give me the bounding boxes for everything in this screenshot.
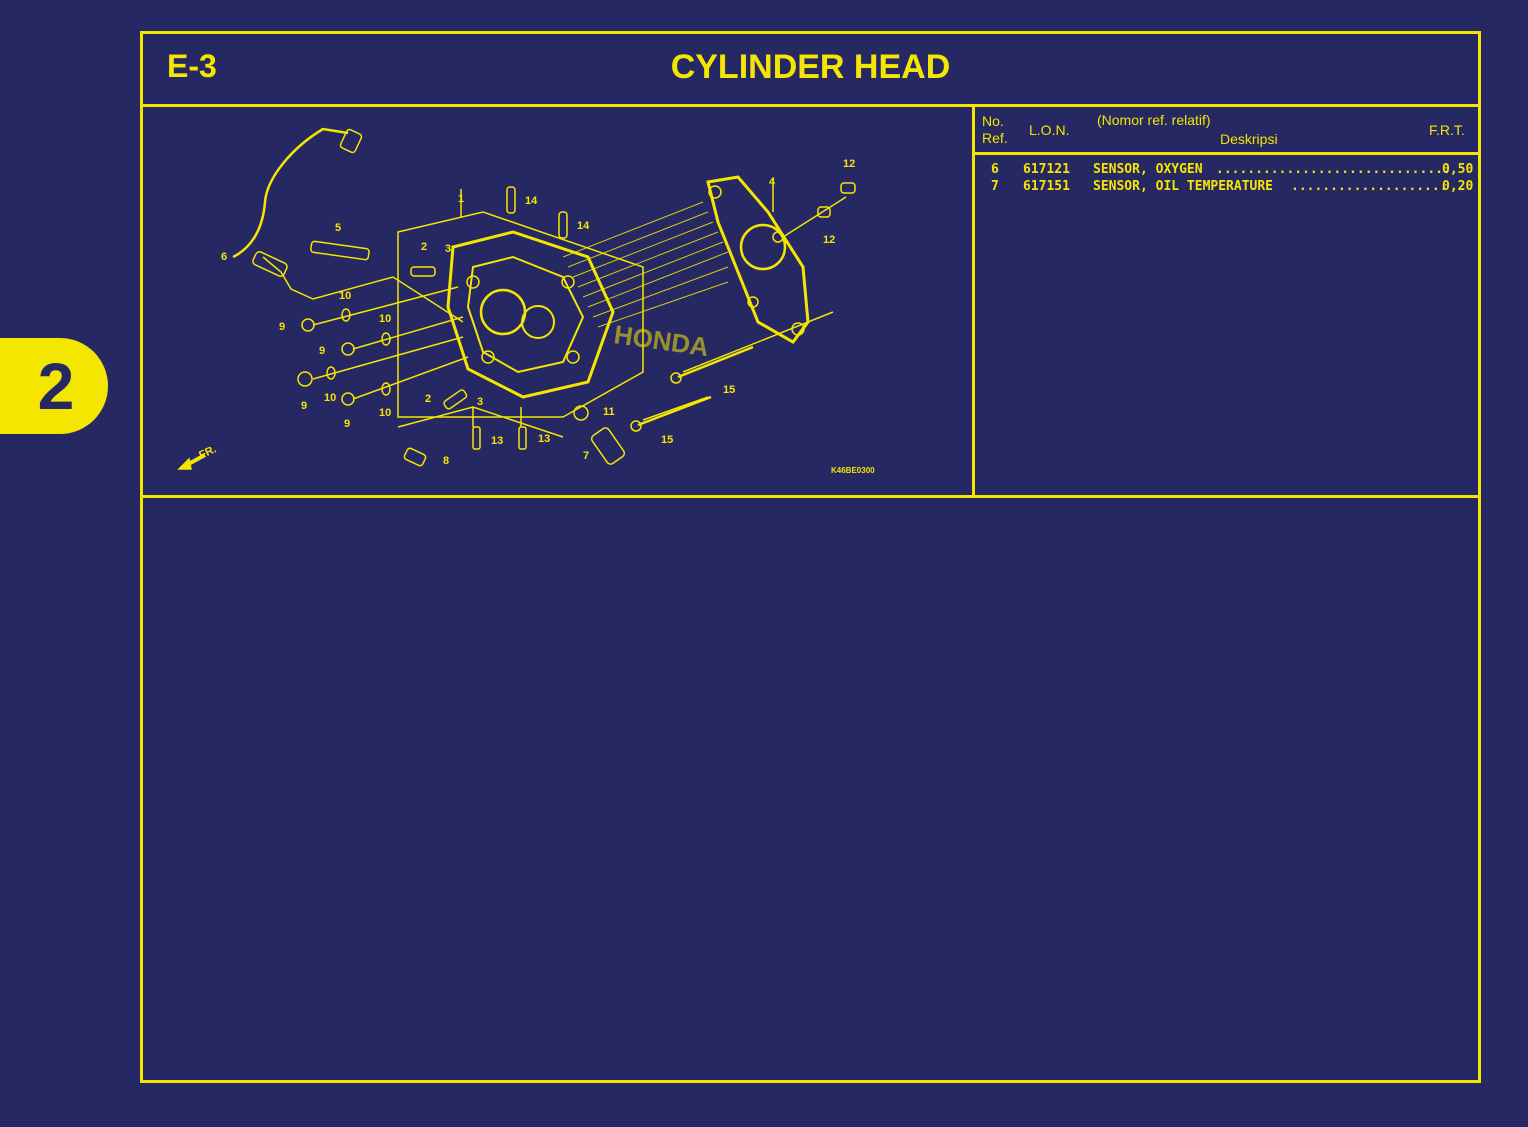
spark-plug: [310, 240, 370, 261]
pin: [443, 389, 468, 410]
row-lon: 617151: [1023, 179, 1070, 194]
dowel-pin: [506, 186, 516, 214]
front-direction-label: FR.: [197, 443, 218, 461]
dowel-pin: [817, 206, 831, 218]
row-frt: 0,20: [1442, 179, 1474, 194]
svg-text:11: 11: [603, 406, 615, 418]
svg-text:9: 9: [344, 418, 350, 430]
svg-text:14: 14: [577, 220, 590, 232]
svg-text:10: 10: [324, 392, 336, 404]
dowel-pin: [840, 182, 856, 194]
header-divider: [975, 152, 1478, 155]
svg-text:13: 13: [538, 433, 550, 445]
svg-text:1: 1: [458, 193, 464, 205]
section-code: E-3: [167, 48, 217, 84]
header-relative-ref: (Nomor ref. relatif): [1097, 112, 1211, 128]
svg-text:3: 3: [445, 243, 451, 255]
table-row: 6 617121 SENSOR, OXYGEN ................…: [975, 162, 1478, 180]
head-gasket: [706, 175, 810, 344]
brand-watermark: HONDA: [612, 319, 711, 362]
section-tab: 2: [0, 338, 108, 434]
oxygen-sensor-wire: [232, 127, 349, 259]
dowel-pin: [558, 211, 568, 239]
svg-text:9: 9: [301, 400, 307, 412]
svg-text:9: 9: [319, 345, 325, 357]
fin-hatching: [562, 201, 729, 328]
header-ref-no-line2: Ref.: [982, 130, 1008, 146]
svg-text:10: 10: [379, 407, 391, 419]
svg-text:8: 8: [443, 455, 449, 467]
header-ref-no: No. Ref.: [982, 113, 1008, 147]
row-lon: 617121: [1023, 162, 1070, 177]
svg-text:3: 3: [477, 396, 483, 408]
cylinder-head: [446, 230, 615, 399]
svg-text:6: 6: [221, 251, 227, 263]
svg-text:9: 9: [279, 321, 285, 333]
flange-bolt: [403, 447, 427, 467]
parts-list-table: No. Ref. L.O.N. (Nomor ref. relatif) Des…: [975, 107, 1478, 495]
head-bolt: [677, 345, 754, 379]
header-lon: L.O.N.: [1029, 122, 1070, 138]
row-frt: 0,50: [1442, 162, 1474, 177]
pin: [410, 266, 436, 277]
header-ref-no-line1: No.: [982, 113, 1004, 129]
svg-text:7: 7: [583, 450, 589, 462]
page-header: E-3 CYLINDER HEAD: [143, 34, 1478, 107]
head-bolt: [637, 395, 712, 427]
leader-line: [262, 256, 464, 323]
svg-text:12: 12: [823, 234, 835, 246]
svg-text:2: 2: [421, 241, 427, 253]
head-outline-box: [397, 211, 644, 418]
row-description: SENSOR, OXYGEN: [1093, 162, 1203, 177]
svg-text:10: 10: [379, 313, 391, 325]
cylinder-head-diagram: 1 2 3 2 3 4 5 6 7 8 9 9 9 9 10 10 10 10 11 12 1…: [177, 127, 875, 475]
svg-text:14: 14: [525, 195, 538, 207]
row-ref: 7: [991, 179, 999, 194]
row-leader: ....................: [1291, 179, 1448, 194]
row-leader: ..............................: [1216, 162, 1451, 177]
parts-catalog-page: E-3 CYLINDER HEAD: [140, 31, 1481, 1083]
svg-text:12: 12: [843, 158, 855, 170]
exploded-diagram: 1 2 3 2 3 4 5 6 7 8 9 9 9 9 10 10 10 10 11 12 1…: [143, 107, 975, 495]
svg-text:4: 4: [769, 176, 776, 188]
row-ref: 6: [991, 162, 999, 177]
drawing-code: K46BE0300: [831, 466, 875, 475]
svg-text:13: 13: [491, 435, 503, 447]
oil-temperature-sensor: [590, 427, 626, 465]
svg-text:5: 5: [335, 222, 341, 234]
header-frt: F.R.T.: [1429, 122, 1465, 138]
header-description: Deskripsi: [1220, 131, 1278, 147]
oxygen-sensor-body: [252, 251, 288, 277]
stud-bolt: [518, 426, 527, 450]
stud-bolt: [472, 426, 481, 450]
section-number: 2: [37, 349, 75, 423]
svg-text:2: 2: [425, 393, 431, 405]
page-title: CYLINDER HEAD: [670, 48, 951, 86]
svg-text:15: 15: [723, 384, 735, 396]
table-row: 7 617151 SENSOR, OIL TEMPERATURE .......…: [975, 179, 1478, 197]
row-description: SENSOR, OIL TEMPERATURE: [1093, 179, 1274, 194]
empty-lower-panel: [143, 498, 1478, 1080]
oxygen-sensor-connector: [339, 128, 363, 154]
svg-text:10: 10: [339, 290, 351, 302]
section-divider: [143, 495, 1478, 498]
svg-text:15: 15: [661, 434, 673, 446]
